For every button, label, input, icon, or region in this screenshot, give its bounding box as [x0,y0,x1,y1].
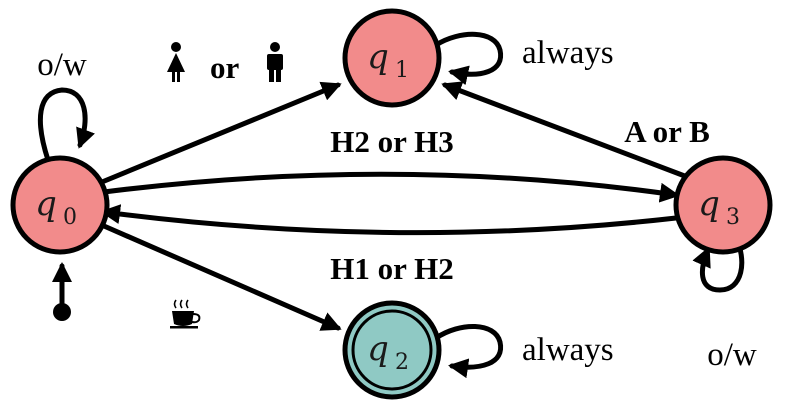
transition-q3-to-q1: A or B [441,81,710,181]
state-q2-name: q [367,329,389,369]
transition-q3-self: o/w [692,232,757,373]
transition-q0-to-q3: H2 or H3 [101,124,680,203]
man-icon [267,42,283,82]
transition-q0-to-q3-label: H2 or H3 [330,124,453,159]
state-q3-name: q [698,184,720,224]
state-q1-name: q [367,37,389,77]
transition-q0-to-q1: or [99,42,342,185]
transition-q0-self: o/w [37,47,95,163]
state-q1: q 1 [342,8,442,108]
transition-q3-to-q1-label: A or B [624,114,710,149]
state-q0-subscript: 0 [63,205,77,230]
transition-q0-to-q1-label: or [210,50,240,85]
transition-q0-to-q2 [101,223,342,331]
state-q3-subscript: 3 [726,205,740,230]
transition-q2-self: always [433,324,614,379]
state-q3: q 3 [673,155,773,255]
state-q0-name: q [35,184,57,224]
coffee-cup-icon [170,299,201,329]
initial-state-marker [52,262,72,321]
state-q2-subscript: 2 [395,350,409,375]
transition-q1-self-label: always [522,35,614,71]
state-q2: q 2 [342,300,442,400]
woman-icon [167,42,185,82]
state-q0: q 0 [10,155,110,255]
transition-q3-to-q0-label: H1 or H2 [330,251,453,286]
state-q1-subscript: 1 [395,58,409,83]
transition-q2-self-label: always [522,332,614,368]
transition-q3-self-label: o/w [707,337,757,373]
transition-q0-self-label: o/w [37,47,87,83]
transition-q3-to-q0: H1 or H2 [100,204,679,286]
transition-q1-self: always [433,31,614,86]
